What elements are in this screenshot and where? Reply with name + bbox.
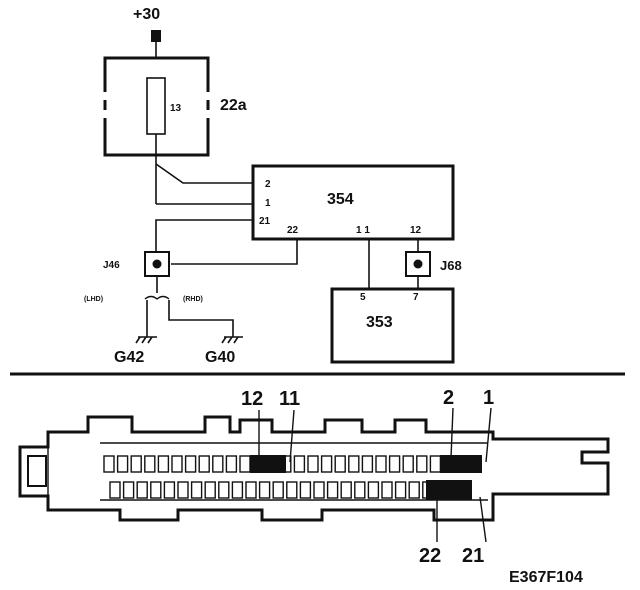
pin-cavity [198,455,210,473]
pin-cavity [394,481,407,499]
junction-j68: J68 [405,251,462,277]
pin-label-12: 12 [241,388,263,410]
pin-cavity [116,455,129,473]
pin-cavity [109,481,121,499]
pin-label-22: 22 [419,545,441,567]
pin-cavity [171,455,183,473]
wire-pin2 [155,163,256,184]
connector-face [18,415,610,522]
module-354: 354 2 1 21 22 1 1 12 [251,164,455,241]
pin-cavity [429,455,442,473]
variant-rhd-label: (RHD) [183,296,203,303]
pin-cavity [361,455,374,473]
pin-cavity [245,481,257,499]
ground-g40-icon [221,336,243,344]
pin-22-label: 22 [287,225,299,236]
pin-cavity [150,481,162,499]
pin-cavity [163,481,176,499]
module-353-pin5-label: 5 [360,292,366,303]
pin-cavity [144,455,156,473]
fuse-box: 13 22a [101,56,247,157]
pin-12-label: 12 [410,225,422,236]
callout-2 [450,407,454,459]
fuse-number: 13 [170,103,182,114]
pin-label-21: 21 [462,545,484,567]
pin-cavity [136,481,148,499]
module-354-outline [251,164,455,241]
pin-cavity [313,481,325,499]
pin-cavity [157,455,170,473]
pin-cavity [402,455,414,473]
pin-cavity [286,481,298,499]
pin-cavity [299,481,312,499]
pin-cavity [212,455,224,473]
variant-brace [144,295,170,300]
pin-cavity [375,455,387,473]
pin-1-label: 1 [265,198,271,209]
module-353: 5 7 353 [330,287,455,364]
junction-j46: J46 [103,251,170,277]
pin-2-1-highlight [440,455,482,473]
ground-g42-label: G42 [114,349,144,366]
pin-cavity [334,455,346,473]
pin-cavity [272,481,284,499]
callout-1 [485,407,492,463]
wire-to-g40 [168,300,234,337]
pin-cavity [177,481,189,499]
pin-cavity [130,455,142,473]
pin-cavity [258,481,271,499]
wire-pin22 [171,239,298,265]
pin-cavity [340,481,352,499]
figure-id: E367F104 [509,569,583,586]
ground-g42-icon [135,336,157,344]
pin-cavity [184,455,197,473]
pin-cavity [239,455,251,473]
variant-lhd-label: (LHD) [84,296,103,303]
junction-j68-label: J68 [440,258,462,273]
pin-cavity [381,481,393,499]
fuse-box-label: 22a [220,97,247,114]
pin-2-label: 2 [265,179,271,190]
pin-label-1: 1 [483,387,494,409]
pin-cavity [408,481,420,499]
pin-cavity [307,455,319,473]
pin-cavity [416,455,428,473]
wire-pin21 [155,219,253,252]
pin-cavity [190,481,203,499]
callout-11 [289,409,295,463]
fuse-element [146,77,166,135]
pin-cavity [204,481,216,499]
pin-cavity [225,455,238,473]
pin-12-11-highlight [250,455,286,473]
supply-label: +30 [133,6,160,23]
module-354-label: 354 [327,191,354,208]
module-353-label: 353 [366,314,393,331]
pin-cavity [231,481,244,499]
pin-cavity [218,481,230,499]
pin-cavity [320,455,333,473]
pin-cavity [122,481,135,499]
pin-21-label: 21 [259,216,271,227]
supply-terminal [151,30,161,42]
pin-cavity [367,481,380,499]
module-353-pin7-label: 7 [413,292,419,303]
junction-j46-label: J46 [103,260,120,271]
pin-22-21-highlight [426,480,472,500]
callout-21 [479,496,487,543]
pin-11-label: 1 1 [356,225,370,236]
pin-cavity [348,455,360,473]
pin-cavity [388,455,401,473]
pin-label-11: 11 [279,388,300,410]
pin-cavity [293,455,306,473]
pin-cavity [354,481,366,499]
pin-label-2: 2 [443,387,454,409]
module-353-outline [330,287,455,364]
pin-cavity [103,455,115,473]
pin-cavity [326,481,339,499]
ground-g40-label: G40 [205,349,235,366]
